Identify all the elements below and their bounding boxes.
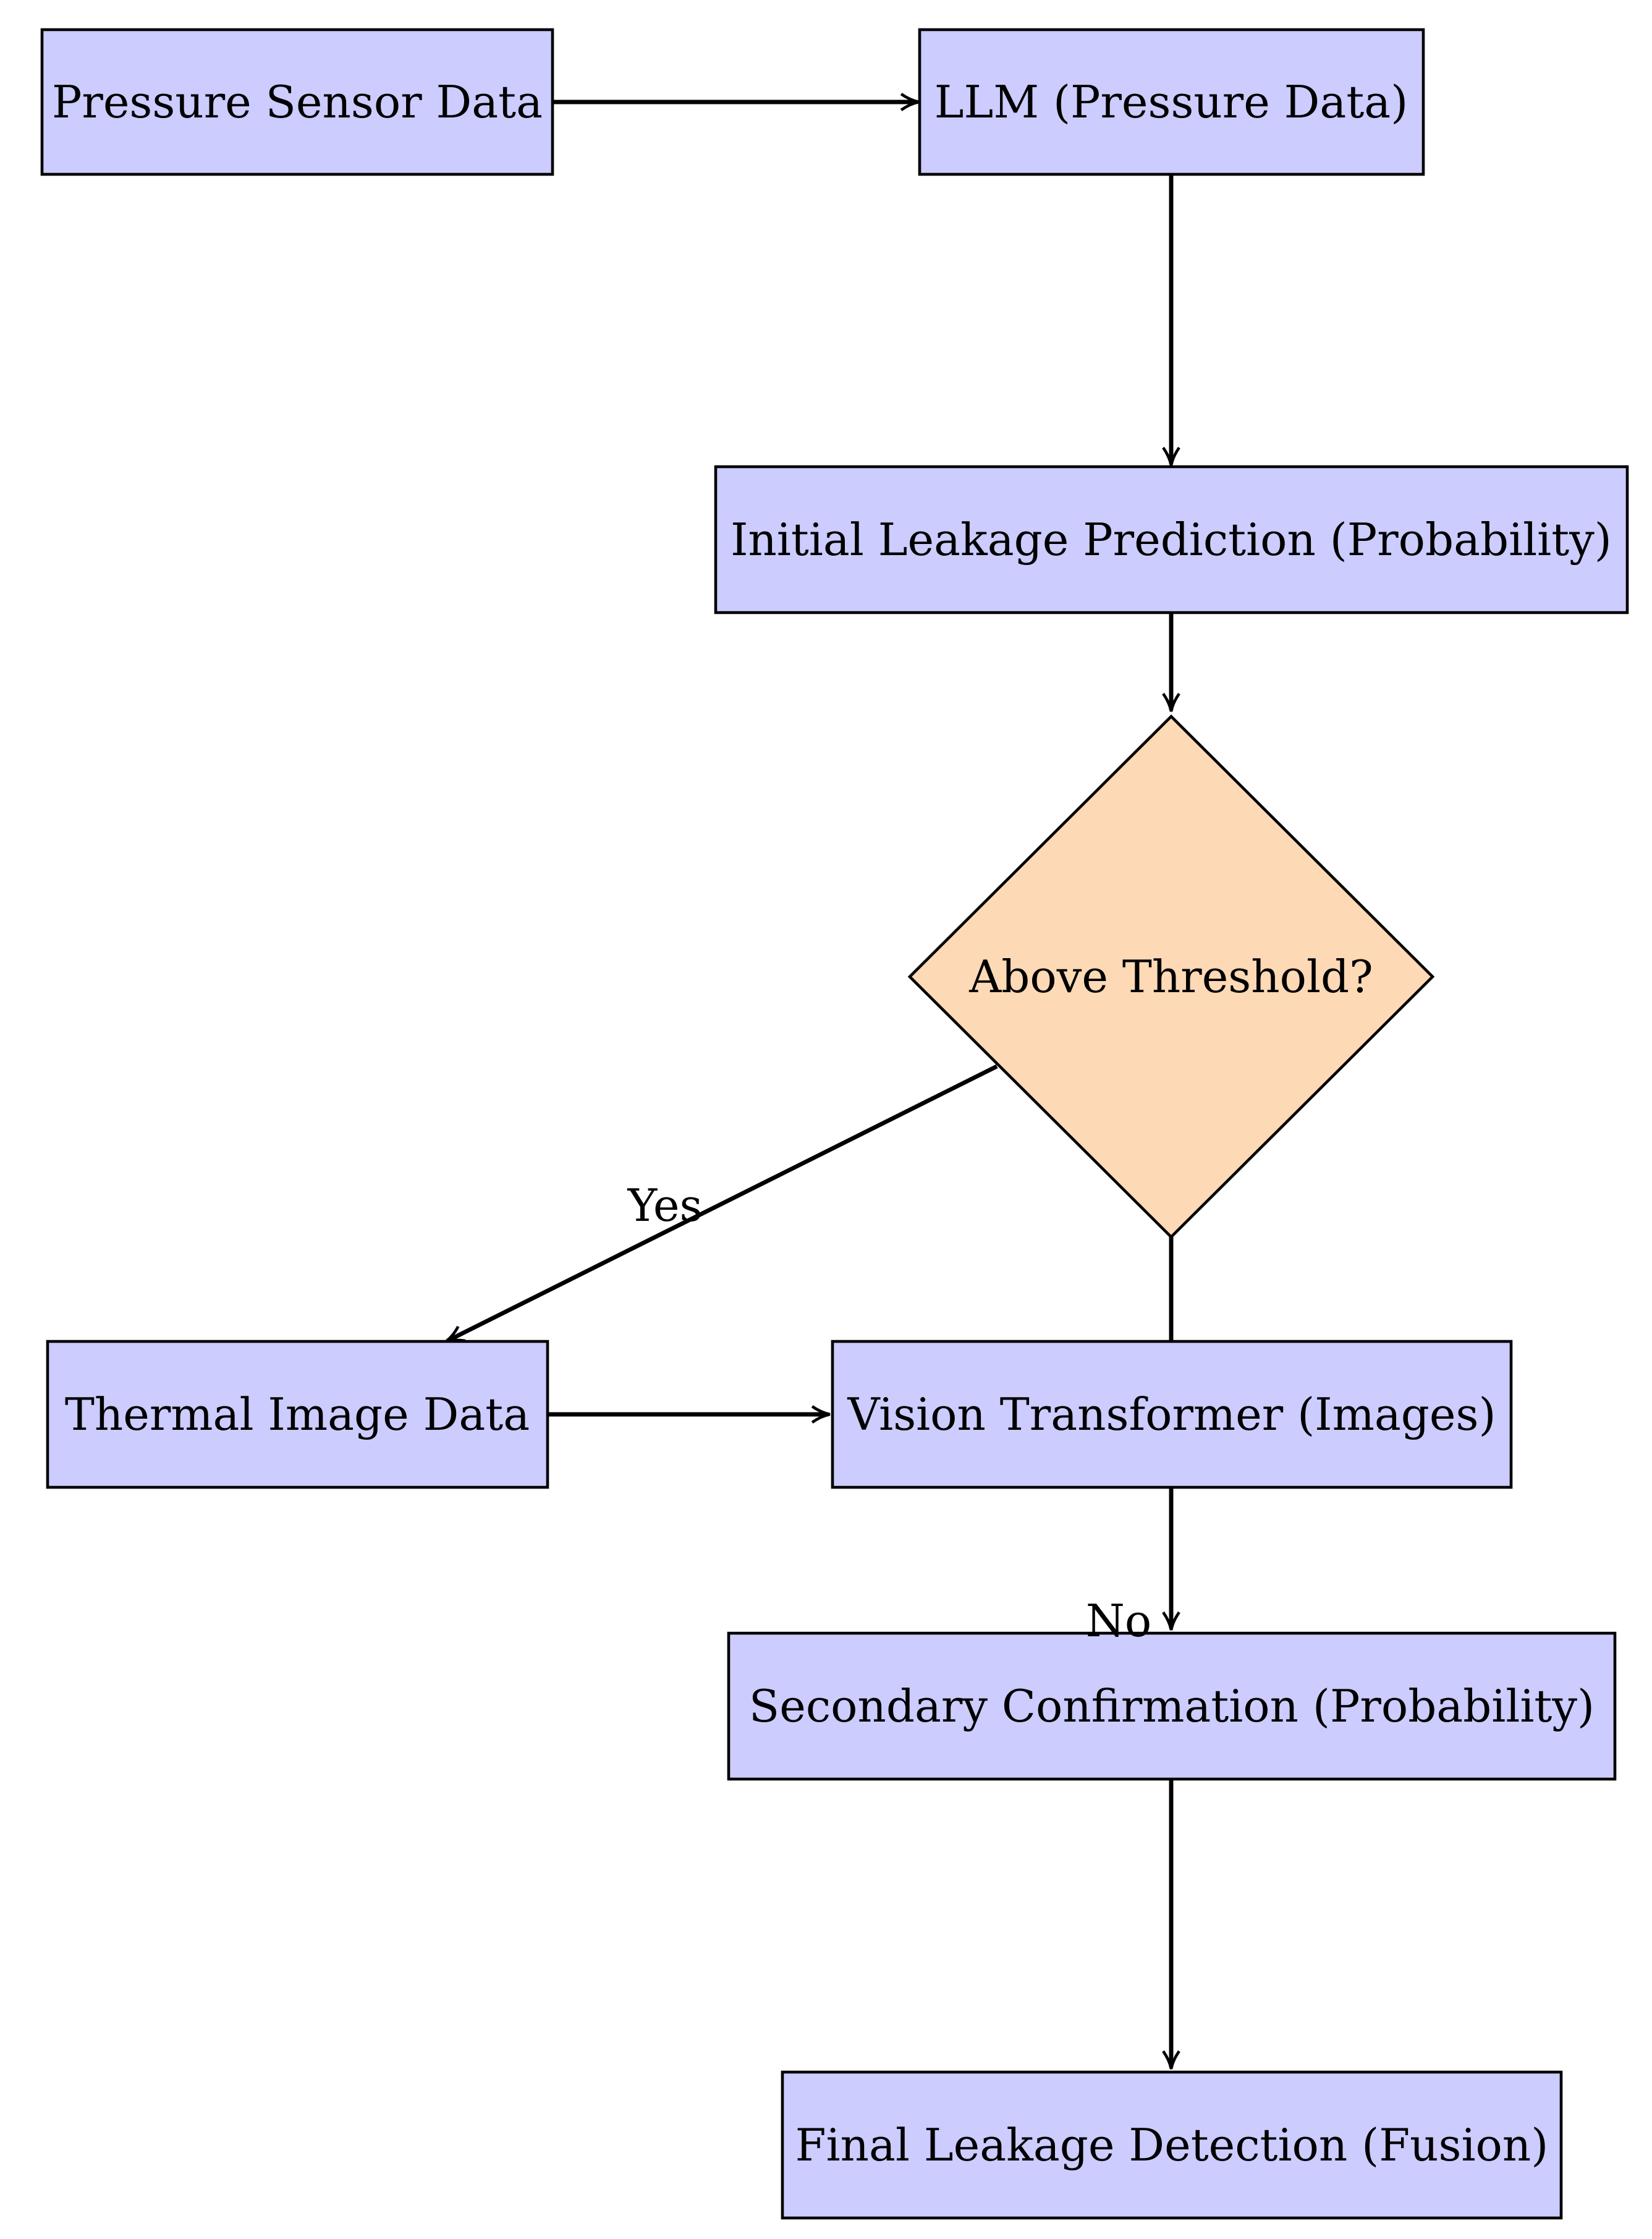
node-box <box>727 1631 1617 1781</box>
node-vision-transformer: Vision Transformer (Images) <box>831 1340 1513 1489</box>
node-above-threshold: Above Threshold? <box>907 714 1435 1239</box>
node-final-leakage-detection: Final Leakage Detection (Fusion) <box>781 2070 1563 2220</box>
edge-threshold-yes-to-thermal <box>444 1064 998 1343</box>
node-label: Initial Leakage Prediction (Probability) <box>731 514 1612 566</box>
edge-label-yes: Yes <box>627 1179 703 1231</box>
node-label: Above Threshold? <box>968 951 1373 1003</box>
node-box <box>781 2070 1563 2220</box>
node-label: Secondary Confirmation (Probability) <box>749 1680 1595 1732</box>
node-label: Thermal Image Data <box>65 1388 530 1440</box>
node-llm-pressure-data: LLM (Pressure Data) <box>918 28 1425 176</box>
node-label: Pressure Sensor Data <box>52 76 543 128</box>
node-label: LLM (Pressure Data) <box>934 76 1408 128</box>
node-secondary-confirmation: Secondary Confirmation (Probability) <box>727 1631 1617 1781</box>
node-box <box>46 1340 549 1489</box>
node-label: Final Leakage Detection (Fusion) <box>795 2119 1549 2171</box>
node-box <box>831 1340 1513 1489</box>
node-label: Vision Transformer (Images) <box>847 1388 1496 1440</box>
decision-diamond <box>907 714 1435 1239</box>
node-initial-leakage-prediction: Initial Leakage Prediction (Probability) <box>714 465 1629 614</box>
node-pressure-sensor-data: Pressure Sensor Data <box>40 28 554 176</box>
node-box <box>918 28 1425 176</box>
edge-label-no: No <box>1086 1595 1151 1647</box>
node-box <box>40 28 554 176</box>
node-thermal-image-data: Thermal Image Data <box>46 1340 549 1489</box>
node-box <box>714 465 1629 614</box>
